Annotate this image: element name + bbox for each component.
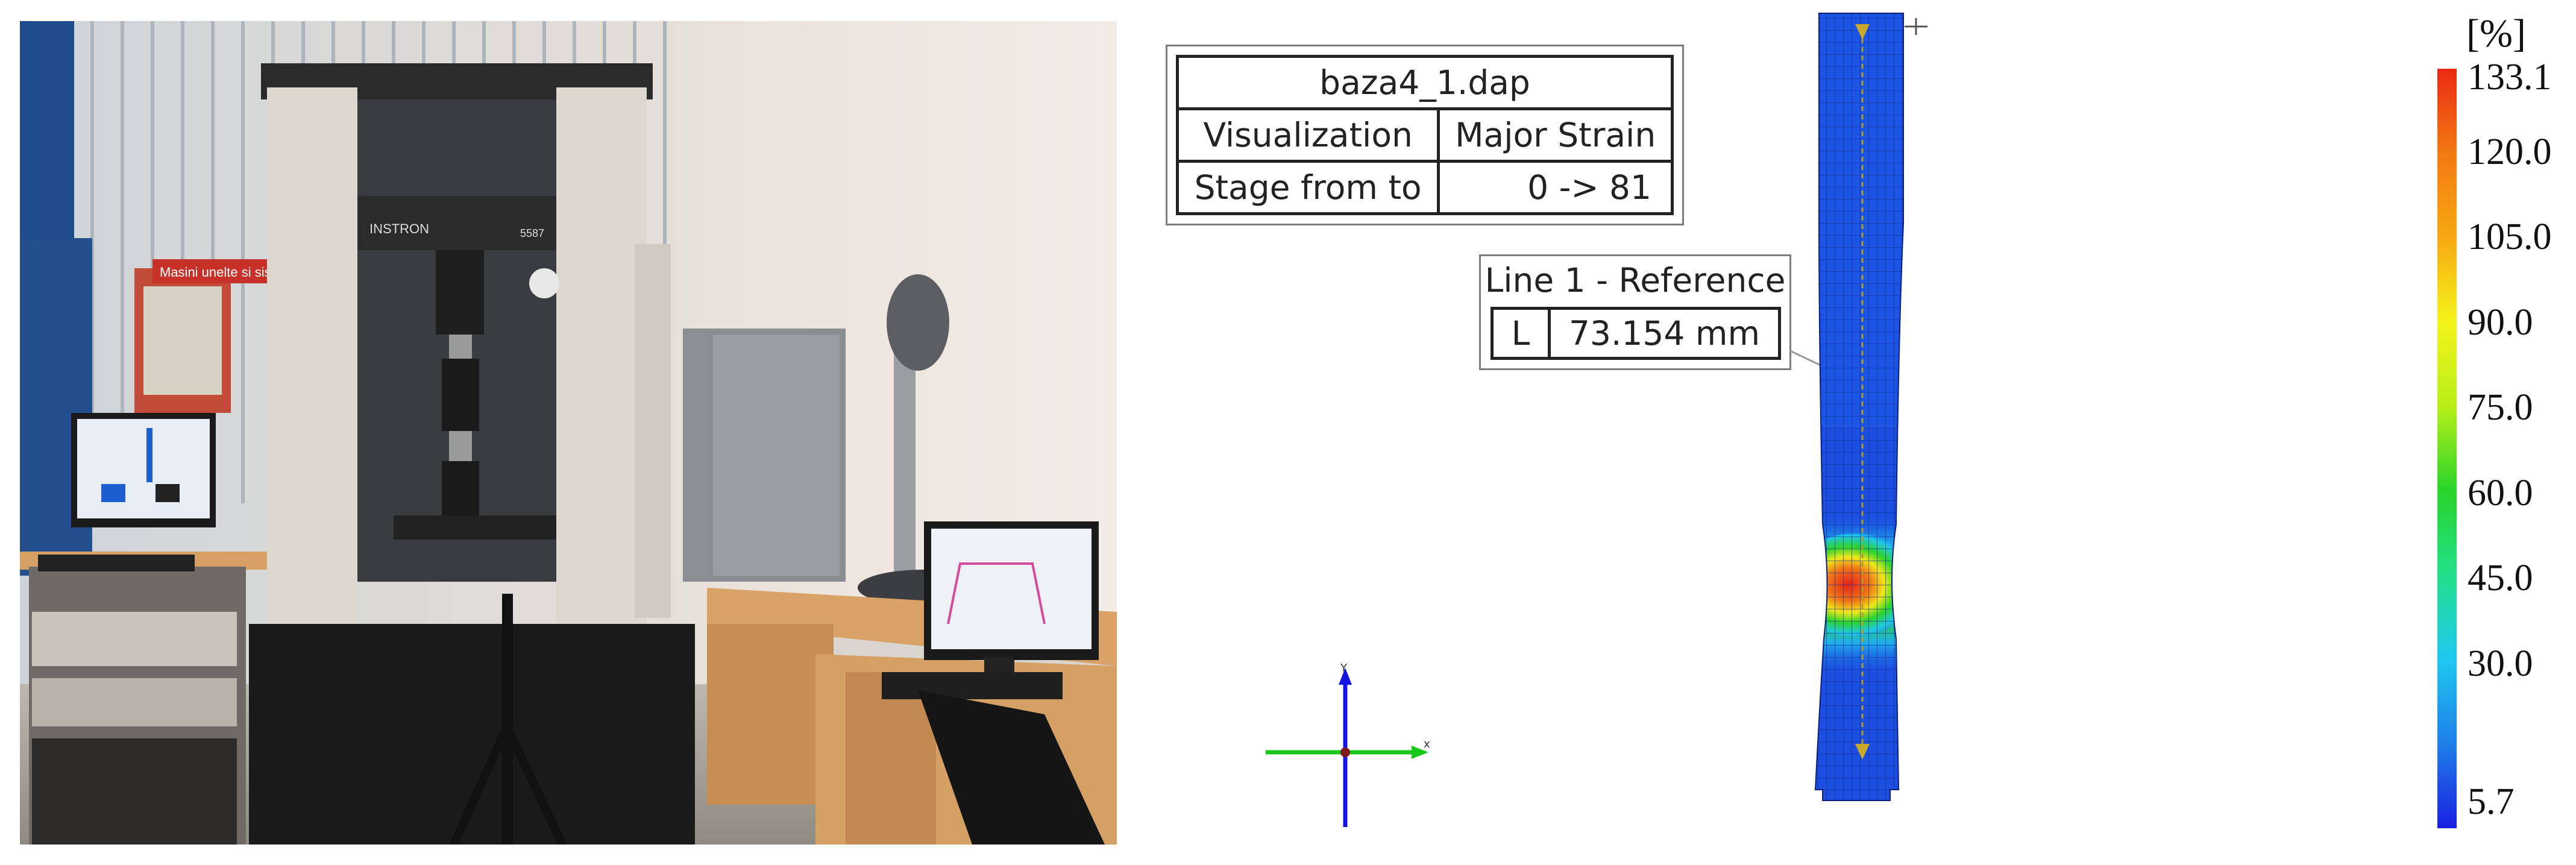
- analysis-info-table: baza4_1.dap Visualization Major Strain S…: [1166, 45, 1684, 225]
- scale-tick-label: 30.0: [2468, 643, 2533, 684]
- scale-tick-label: 75.0: [2468, 387, 2533, 428]
- scale-tick-label: 45.0: [2468, 558, 2533, 599]
- scale-tick-label: 60.0: [2468, 473, 2533, 514]
- scale-tick-label: 133.1: [2468, 57, 2552, 98]
- reference-arrow-top: [1855, 24, 1870, 40]
- machine-model: 5587: [520, 227, 544, 239]
- machine-brand: INSTRON: [369, 221, 429, 236]
- scale-tick-label: 120.0: [2468, 131, 2552, 172]
- reference-length-key: L: [1494, 310, 1551, 357]
- stage-label: Stage from to: [1175, 160, 1440, 215]
- lab-photo: Masini unelte si sisteme INSTRON 5587: [20, 21, 1117, 845]
- y-axis-label: Y: [1340, 663, 1348, 675]
- reference-title: Line 1 - Reference: [1484, 261, 1786, 300]
- reference-length-row: L 73.154 mm: [1491, 307, 1781, 360]
- file-name: baza4_1.dap: [1176, 55, 1674, 110]
- visualization-label: Visualization: [1175, 107, 1440, 163]
- scale-tick-label: 105.0: [2468, 216, 2552, 257]
- scale-tick-label: 5.7: [2468, 781, 2515, 822]
- reference-arrow-bottom: [1855, 744, 1870, 760]
- reference-line-box: Line 1 - Reference L 73.154 mm: [1479, 254, 1791, 370]
- color-scale-bar: [2437, 69, 2457, 828]
- specimen-strain-map: [1814, 13, 1927, 801]
- x-axis-label: x: [1424, 738, 1430, 750]
- reference-length-value: 73.154 mm: [1568, 314, 1761, 353]
- scale-unit: [%]: [2466, 11, 2526, 55]
- leader-line: [1790, 350, 1824, 368]
- stage-value: 0 -> 81: [1437, 160, 1674, 215]
- coordinate-axes: Y x: [1266, 663, 1430, 827]
- scale-tick-label: 90.0: [2468, 302, 2533, 343]
- visualization-value: Major Strain: [1437, 107, 1674, 163]
